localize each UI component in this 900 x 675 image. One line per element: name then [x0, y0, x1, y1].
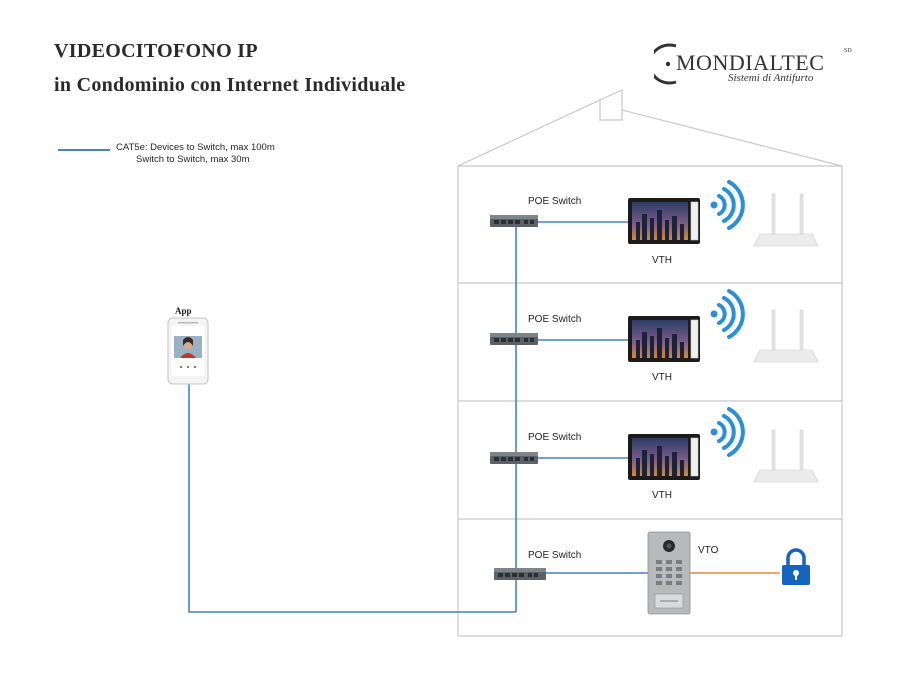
wifi-router-icon	[753, 309, 819, 363]
poe-switch-label: POE Switch	[528, 432, 582, 443]
wifi-icon	[710, 289, 745, 339]
wifi-icon	[710, 407, 745, 457]
poe-switch-label: POE Switch	[528, 196, 582, 207]
vth-label: VTH	[652, 372, 672, 383]
vth-monitor-2-icon	[628, 316, 700, 362]
wifi-router-icon	[753, 429, 819, 483]
poe-switch-4-icon	[494, 568, 546, 580]
legend-text-1: CAT5e: Devices to Switch, max 100m	[116, 142, 275, 153]
poe-switch-2-icon	[490, 333, 538, 345]
wifi-router-icon	[753, 193, 819, 247]
vto-label: VTO	[698, 545, 719, 556]
vth-label: VTH	[652, 490, 672, 501]
svg-text:SD: SD	[844, 48, 852, 54]
app-label: App	[175, 306, 192, 316]
poe-switch-label: POE Switch	[528, 314, 582, 325]
svg-text:Sistemi di Antifurto: Sistemi di Antifurto	[728, 72, 814, 84]
vth-monitor-1-icon	[628, 198, 700, 244]
page-title: VIDEOCITOFONO IP	[54, 40, 258, 62]
legend-text-2: Switch to Switch, max 30m	[136, 154, 250, 165]
lock-icon	[782, 548, 810, 585]
svg-text:MONDIALTEC: MONDIALTEC	[676, 50, 824, 75]
vto-door-station-icon	[647, 531, 691, 615]
building-outline	[457, 89, 843, 637]
legend: CAT5e: Devices to Switch, max 100m Switc…	[54, 140, 314, 180]
vth-monitor-3-icon	[628, 434, 700, 480]
poe-switch-label: POE Switch	[528, 550, 582, 561]
poe-switch-1-icon	[490, 215, 538, 227]
vth-label: VTH	[652, 255, 672, 266]
poe-switch-3-icon	[490, 452, 538, 464]
cat5e-cables	[188, 221, 648, 613]
smartphone-icon	[167, 317, 209, 385]
wifi-icon	[710, 180, 745, 230]
mondialtec-logo: MONDIALTEC SD Sistemi di Antifurto	[654, 43, 852, 85]
page-subtitle: in Condominio con Internet Individuale	[54, 74, 406, 96]
legend-cable-line	[58, 149, 110, 151]
